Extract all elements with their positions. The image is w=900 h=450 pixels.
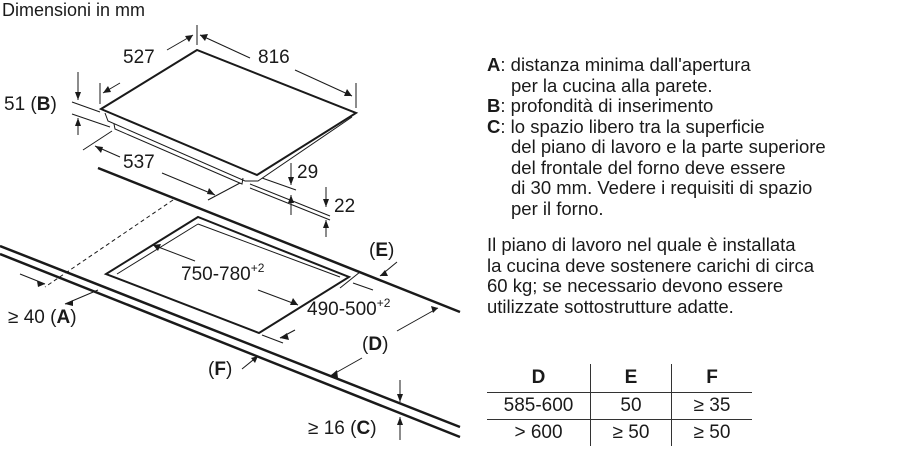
table-row: 585-600 50 ≥ 35 bbox=[487, 392, 752, 420]
dim-hob-depth: 527 bbox=[123, 47, 155, 68]
dim-22: 22 bbox=[334, 196, 356, 217]
installation-diagram bbox=[0, 25, 461, 440]
legend-key: C bbox=[487, 115, 501, 137]
table-cell: > 600 bbox=[487, 419, 591, 446]
hob-body bbox=[113, 123, 244, 185]
diagram-title: Dimensioni in mm bbox=[2, 0, 146, 20]
dim-f-key: F bbox=[214, 359, 226, 380]
note-line: utilizzate sottostrutture adatte. bbox=[487, 295, 734, 317]
dim-e-key: E bbox=[375, 240, 389, 261]
legend-text: : distanza minima dall'apertura bbox=[500, 54, 751, 75]
dim-cut-depth-tol: +2 bbox=[376, 296, 391, 310]
note-line: la cucina deve sostenere carichi di circ… bbox=[487, 254, 814, 276]
dim-b-key: B bbox=[36, 94, 51, 115]
hob-top bbox=[98, 48, 359, 177]
dim-b-value: 51 bbox=[4, 94, 26, 115]
counter-front-edge-top bbox=[0, 244, 461, 429]
legend-text: : profondità di inserimento bbox=[500, 95, 714, 116]
table-header: D E F bbox=[487, 364, 752, 393]
hob-lower-edge bbox=[104, 112, 353, 182]
table-cell: ≥ 50 bbox=[671, 419, 752, 446]
dim-cut-width-value: 750-780 bbox=[181, 264, 251, 285]
legend-text: per la cucina alla parete. bbox=[511, 74, 713, 96]
table-cell: ≥ 35 bbox=[671, 392, 752, 420]
dim-29: 29 bbox=[297, 162, 319, 183]
dim-c: ≥ 16 (C) bbox=[308, 418, 377, 439]
legend: A: distanza minima dall'apertura per la … bbox=[487, 54, 897, 317]
dim-cut-width-tol: +2 bbox=[250, 261, 265, 275]
table-row: > 600 ≥ 50 ≥ 50 bbox=[487, 419, 752, 446]
dim-b: 51 (B) bbox=[4, 94, 57, 115]
table-header-cell: F bbox=[671, 364, 752, 393]
dim-cut-depth-value: 490-500 bbox=[307, 299, 377, 320]
dimension-arrows bbox=[37, 34, 438, 425]
legend-item-a: A: distanza minima dall'apertura per la … bbox=[487, 54, 897, 96]
dashed-guide bbox=[44, 199, 174, 288]
dim-cut-depth: 490-500+2 bbox=[307, 296, 391, 321]
legend-key: B bbox=[487, 95, 501, 116]
cutout bbox=[103, 215, 352, 335]
table-cell: ≥ 50 bbox=[590, 419, 672, 446]
dim-a-key: A bbox=[56, 307, 71, 328]
legend-text: del piano di lavoro e la parte superiore bbox=[511, 136, 826, 157]
legend-key: A bbox=[487, 54, 501, 75]
table-header-cell: E bbox=[590, 364, 672, 393]
dim-a: ≥ 40 (A) bbox=[8, 307, 77, 328]
load-note: Il piano di lavoro nel quale è installat… bbox=[487, 234, 897, 317]
table-header-cell: D bbox=[531, 367, 546, 388]
dim-c-key: C bbox=[356, 418, 371, 439]
dim-lower-depth: 537 bbox=[123, 152, 155, 173]
dim-f: (F) bbox=[208, 359, 233, 380]
dim-a-value: ≥ 40 bbox=[8, 307, 45, 328]
legend-item-b: B: profondità di inserimento bbox=[487, 95, 897, 117]
dim-hob-width: 816 bbox=[258, 47, 290, 68]
counter-front-edge-bottom bbox=[0, 252, 461, 439]
table-cell: 585-600 bbox=[487, 392, 591, 420]
dim-d-key: D bbox=[368, 334, 383, 355]
counter-back-edge bbox=[97, 166, 461, 314]
dim-d: (D) bbox=[362, 334, 389, 355]
legend-text: : lo spazio libero tra la superficie bbox=[500, 115, 765, 137]
dim-e: (E) bbox=[369, 240, 395, 261]
legend-text: di 30 mm. Vedere i requisiti di spazio bbox=[511, 177, 813, 198]
dimension-lines bbox=[19, 25, 439, 440]
note-line: 60 kg; se necessario devono essere bbox=[487, 275, 784, 296]
dim-cut-width: 750-780+2 bbox=[181, 261, 265, 286]
legend-item-c: C: lo spazio libero tra la superficie de… bbox=[487, 115, 897, 220]
dim-c-value: ≥ 16 bbox=[308, 418, 345, 439]
clearance-table: D E F 585-600 50 ≥ 35 > 600 ≥ 50 ≥ 50 bbox=[487, 364, 752, 446]
legend-text: del frontale del forno deve essere bbox=[511, 156, 786, 178]
table-cell: 50 bbox=[590, 392, 672, 420]
note-line: Il piano di lavoro nel quale è installat… bbox=[487, 234, 796, 255]
legend-text: per il forno. bbox=[511, 197, 604, 219]
